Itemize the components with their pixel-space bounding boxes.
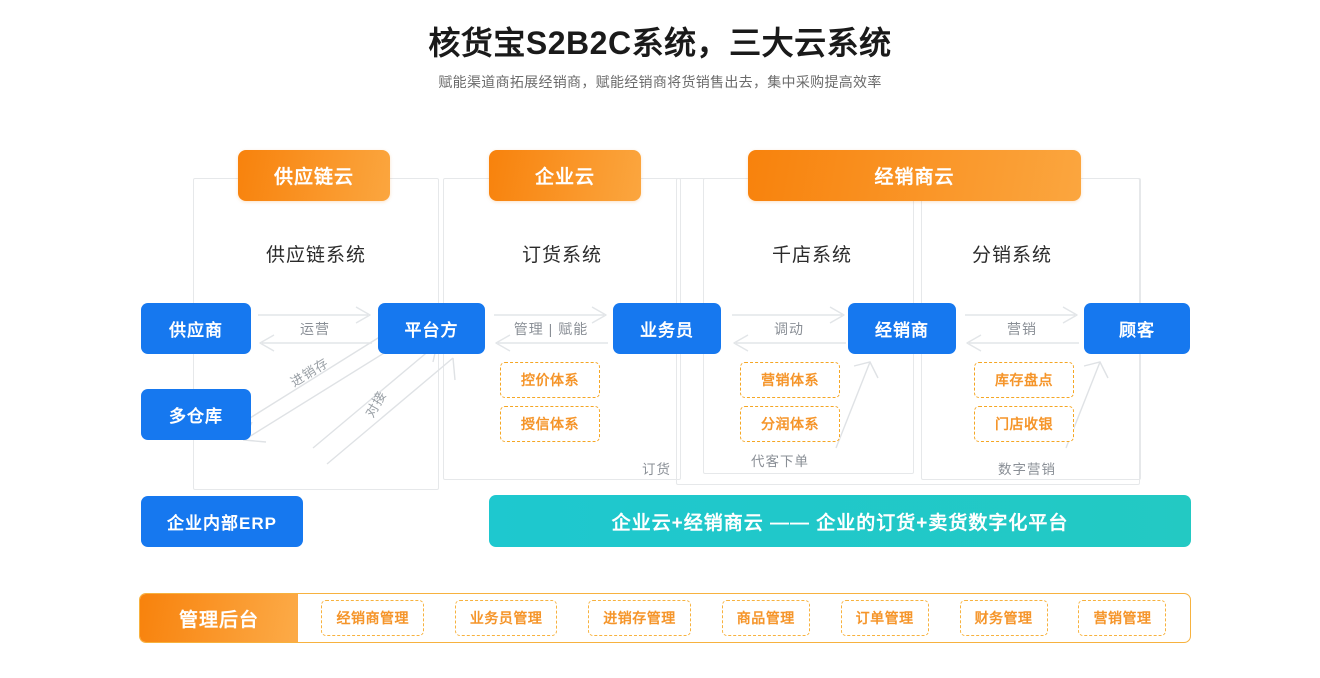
admin-item-marketing-management[interactable]: 营销管理 <box>1078 600 1167 636</box>
tag-label: 门店收银 <box>995 416 1053 432</box>
flow-arrow-yunying: 运营 <box>256 306 374 352</box>
flow-arrow-yingxiao: 营销 <box>963 306 1081 352</box>
flow-arrow-label: 运营 <box>300 321 330 337</box>
tag-profit-sharing[interactable]: 分润体系 <box>740 406 840 442</box>
teal-banner: 企业云+经销商云 —— 企业的订货+卖货数字化平台 <box>489 495 1191 547</box>
tag-inventory-count[interactable]: 库存盘点 <box>974 362 1074 398</box>
admin-item-finance-management[interactable]: 财务管理 <box>959 600 1048 636</box>
admin-item-order-management[interactable]: 订单管理 <box>840 600 929 636</box>
page-subtitle: 赋能渠道商拓展经销商，赋能经销商将货销售出去，集中采购提高效率 <box>438 74 882 90</box>
admin-item-dealer-management[interactable]: 经销商管理 <box>321 600 424 636</box>
tag-label: 控价体系 <box>521 372 579 388</box>
caption-proxy-order: 代客下单 <box>751 454 809 469</box>
role-box-dealer[interactable]: 经销商 <box>848 303 956 354</box>
diagonal-arrow-daike <box>830 352 892 452</box>
flow-arrow-label: 营销 <box>1007 321 1037 337</box>
role-box-salesperson[interactable]: 业务员 <box>613 303 721 354</box>
role-box-label: 企业内部ERP <box>167 514 277 533</box>
role-box-label: 供应商 <box>169 321 223 340</box>
role-box-warehouse[interactable]: 多仓库 <box>141 389 251 440</box>
role-box-label: 顾客 <box>1119 321 1155 340</box>
admin-bar-title-label: 管理后台 <box>178 609 259 631</box>
tag-label: 授信体系 <box>521 416 579 432</box>
tag-label: 库存盘点 <box>995 372 1053 388</box>
role-box-label: 平台方 <box>404 321 459 340</box>
admin-item-salesperson-management[interactable]: 业务员管理 <box>454 600 558 636</box>
role-box-label: 经销商 <box>875 321 929 340</box>
tag-price-control[interactable]: 控价体系 <box>500 362 600 398</box>
admin-bar-items: 经销商管理 业务员管理 进销存管理 商品管理 订单管理 财务管理 营销管理 <box>298 594 1190 642</box>
role-box-supplier[interactable]: 供应商 <box>141 303 251 354</box>
system-name-thousand-store: 千店系统 <box>771 245 852 266</box>
page-title: 核货宝S2B2C系统，三大云系统 <box>428 25 892 61</box>
admin-bar-title: 管理后台 <box>140 594 298 642</box>
caption-digital-marketing: 数字营销 <box>998 462 1056 477</box>
flow-arrow-guanli-funeng: 管理 | 赋能 <box>492 306 610 352</box>
flow-arrow-label: 调动 <box>774 321 804 337</box>
tag-credit-system[interactable]: 授信体系 <box>500 406 600 442</box>
tag-label: 营销体系 <box>761 372 819 388</box>
role-box-label: 多仓库 <box>169 407 223 426</box>
cloud-pill-supply-chain[interactable]: 供应链云 <box>238 150 390 201</box>
flow-arrow-label: 管理 | 赋能 <box>513 321 589 337</box>
admin-bar: 管理后台 经销商管理 业务员管理 进销存管理 商品管理 订单管理 财务管理 营销… <box>139 593 1191 643</box>
admin-item-inventory-management[interactable]: 进销存管理 <box>588 600 691 636</box>
role-box-customer[interactable]: 顾客 <box>1084 303 1190 354</box>
caption-ordering: 订货 <box>642 462 671 477</box>
system-name-supply-chain: 供应链系统 <box>265 245 366 266</box>
role-box-platform[interactable]: 平台方 <box>378 303 485 354</box>
system-name-ordering: 订货系统 <box>521 245 602 266</box>
system-name-distribution: 分销系统 <box>971 245 1052 266</box>
tag-label: 分润体系 <box>761 416 819 432</box>
cloud-pill-label: 企业云 <box>534 167 595 188</box>
cloud-pill-dealer[interactable]: 经销商云 <box>748 150 1081 201</box>
tag-marketing-system[interactable]: 营销体系 <box>740 362 840 398</box>
diagonal-arrow-duijie: 对接 <box>305 338 465 468</box>
cloud-pill-label: 供应链云 <box>273 167 354 188</box>
tag-store-cashier[interactable]: 门店收银 <box>974 406 1074 442</box>
teal-banner-label: 企业云+经销商云 —— 企业的订货+卖货数字化平台 <box>611 512 1069 534</box>
cloud-pill-label: 经销商云 <box>874 167 955 188</box>
admin-item-product-management[interactable]: 商品管理 <box>721 600 810 636</box>
role-box-erp[interactable]: 企业内部ERP <box>141 496 303 547</box>
flow-arrow-diaodong: 调动 <box>730 306 848 352</box>
cloud-pill-enterprise[interactable]: 企业云 <box>489 150 641 201</box>
role-box-label: 业务员 <box>640 321 694 340</box>
